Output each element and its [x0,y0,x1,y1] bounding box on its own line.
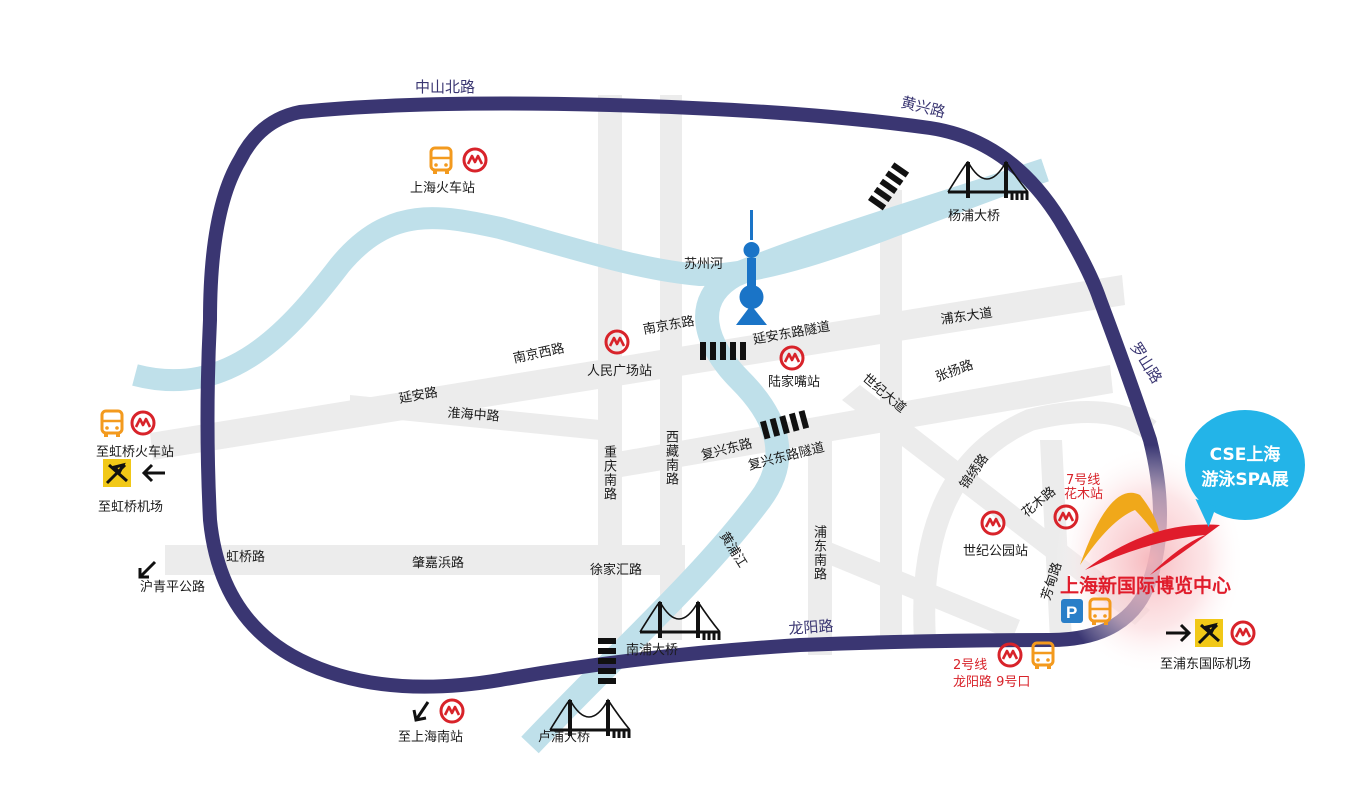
ring-label-south: 龙阳路 [787,616,835,638]
road-zhaojiabang [165,545,685,575]
venue-name: 上海新国际博览中心 [1060,575,1232,597]
label-chongqing-south: 重庆南路 [601,445,616,501]
label-to-hongqiao-airport: 至虹桥机场 [98,500,164,515]
parking-icon: P [1061,599,1083,623]
label-xizang-south: 西藏南路 [663,430,678,486]
label-metro7-station: 花木站 [1064,487,1104,502]
airport-icon [101,457,133,489]
label-lupu-bridge: 卢浦大桥 [538,730,591,745]
label-huqingping: 沪青平公路 [140,580,206,595]
metro-icon [130,410,156,436]
huangpu-river [521,158,1049,754]
tv-tower-icon [736,210,767,325]
ring-label-north: 中山北路 [415,78,476,96]
road-fuxing [600,365,1113,480]
airport-icon [1193,617,1225,649]
callout-line2: 游泳SPA展 [1201,470,1289,490]
label-to-pudong-airport: 至浦东国际机场 [1160,657,1252,672]
venue-logo-icon [1080,492,1220,575]
metro-icon [439,698,465,724]
road-jinxiu-arc [913,401,1157,641]
label-lujiazui: 陆家嘴站 [768,375,821,390]
label-hongqiao: 虹桥路 [226,550,266,565]
exhibition-callout: CSE上海 游泳SPA展 [1185,410,1305,520]
label-metro2-line: 2号线 [953,658,988,673]
bus-icon [429,146,453,176]
label-peoples-square: 人民广场站 [587,364,653,379]
label-metro2-station: 龙阳路 9号口 [953,675,1031,690]
label-shanghai-railway: 上海火车站 [410,181,476,196]
label-metro7-line: 7号线 [1066,473,1101,488]
label-pudong-south: 浦东南路 [811,525,826,581]
bus-icon [100,409,124,439]
label-suzhou-river: 苏州河 [684,257,724,272]
arrow-down-left-icon [412,701,430,722]
label-to-hongqiao-rail: 至虹桥火车站 [96,445,175,460]
label-yangpu-bridge: 杨浦大桥 [948,209,1001,224]
road-huaihai [350,395,600,440]
label-nanpu-bridge: 南浦大桥 [626,643,679,658]
road-network [150,95,1157,655]
arrow-left-icon [141,463,165,483]
inner-ring-road [200,96,1167,694]
label-zhaojiabang: 肇嘉浜路 [412,556,465,571]
label-xujiahui: 徐家汇路 [590,563,643,578]
callout-line1: CSE上海 [1209,445,1281,465]
label-huaihai: 淮海中路 [447,406,500,425]
arrow-down-left-icon [138,560,157,579]
label-century-park: 世纪公园站 [963,544,1029,559]
metro-icon [462,147,488,173]
arrow-right-icon [1166,623,1192,643]
metro-icon [1230,620,1256,646]
svg-text:P: P [1066,603,1077,622]
metro-icon [997,642,1023,668]
label-to-south-station: 至上海南站 [398,730,464,745]
